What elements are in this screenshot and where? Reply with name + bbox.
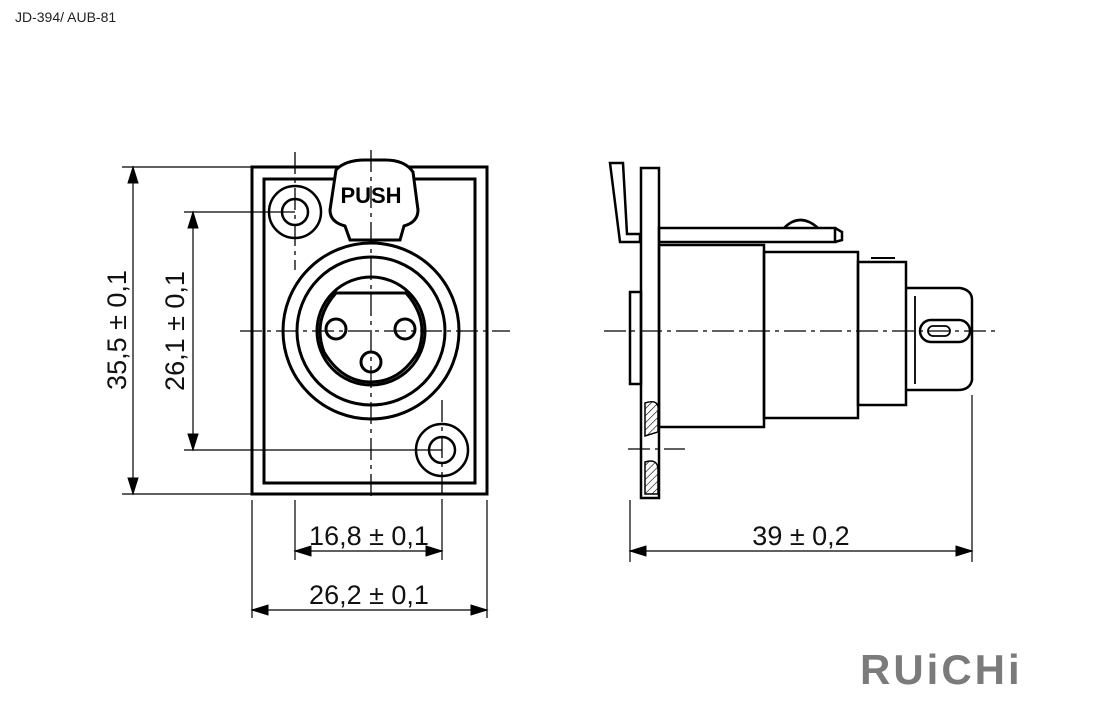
side-front-lip: [628, 290, 643, 386]
dim-length: 39 ± 0,2: [752, 521, 849, 551]
pin-1-icon: [324, 317, 348, 341]
side-view: [608, 161, 974, 500]
brand-logo: RUiCHi: [860, 646, 1023, 693]
side-main-body: [657, 243, 766, 429]
side-rear-terminal: [906, 286, 974, 392]
latch-lever: [608, 161, 642, 244]
dim-width-holes: 16,8 ± 0,1: [309, 521, 429, 551]
dim-width-outer: 26,2 ± 0,1: [309, 580, 429, 610]
push-tab: [328, 158, 420, 242]
side-rear-body: [856, 260, 908, 407]
side-top-hump: [783, 218, 819, 229]
pin-2-icon: [393, 317, 417, 341]
side-dimensions: [628, 395, 974, 562]
side-center-lines: [604, 330, 1000, 450]
flange-section-top: [644, 400, 659, 438]
flange-section-bottom: [644, 460, 659, 495]
dim-height-holes: 26,1 ± 0,1: [160, 271, 190, 391]
side-mid-body: [762, 250, 860, 420]
side-top-rail: [657, 226, 837, 244]
dim-height-outer: 35,5 ± 0,1: [102, 270, 132, 390]
part-number-label: JD-394/ AUB-81: [15, 9, 117, 25]
front-view: PUSH: [240, 150, 510, 500]
front-dimensions: [122, 165, 489, 618]
side-top-clip: [834, 226, 844, 244]
